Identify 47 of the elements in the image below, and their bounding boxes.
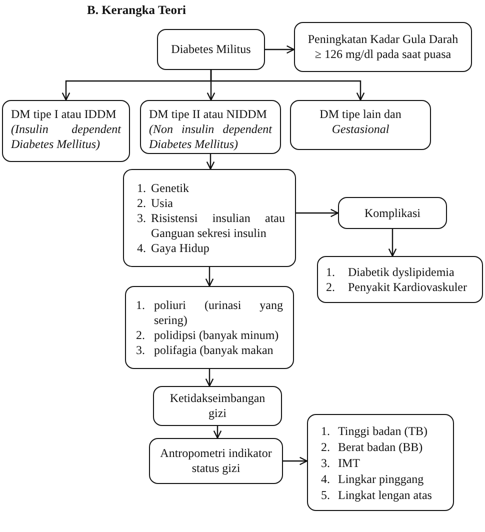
node-label: Peningkatan Kadar Gula Darah ≥ 126 mg/dl pada saat puasa bbox=[307, 32, 459, 62]
list-item: 2. Penyakit Kardiovaskuler bbox=[326, 280, 468, 294]
process-box bbox=[149, 438, 283, 484]
list-item: 4. Lingkar pinggang bbox=[321, 470, 425, 486]
arrow bbox=[213, 426, 222, 439]
process-box bbox=[140, 100, 281, 154]
process-box bbox=[125, 286, 294, 369]
list-item: 5. Lingkat lengan atas bbox=[321, 486, 433, 502]
list-item: 3. IMT bbox=[321, 454, 361, 470]
node-label: (Insulin dependent Diabetes Mellitus) bbox=[11, 122, 121, 152]
process-box bbox=[2, 100, 130, 162]
node-label: Komplikasi bbox=[364, 206, 422, 220]
process-box bbox=[294, 22, 472, 72]
process-box bbox=[290, 100, 431, 150]
arrow bbox=[205, 369, 214, 387]
node-label: DM tipe lain dan bbox=[318, 107, 402, 122]
arrow bbox=[296, 208, 339, 218]
process-box bbox=[317, 256, 483, 303]
list-item: 2. Berat badan (BB) bbox=[321, 438, 424, 454]
arrow bbox=[265, 45, 295, 54]
process-box bbox=[153, 386, 282, 426]
node-label: DM tipe I atau IDDM bbox=[11, 107, 118, 122]
arrow bbox=[205, 267, 214, 287]
process-box bbox=[307, 414, 454, 511]
arrow bbox=[206, 154, 215, 170]
list-item: 1. Genetik bbox=[137, 180, 190, 196]
process-box bbox=[123, 169, 296, 267]
node-label: Ketidakseimbangan gizi bbox=[168, 391, 266, 421]
node-label: Antropometri indikator status gizi bbox=[159, 446, 273, 476]
list-item: 2. polidipsi (banyak minum) bbox=[136, 328, 280, 342]
process-box bbox=[338, 197, 447, 229]
arrow bbox=[283, 456, 308, 466]
node-label: (Non insulin dependent Diabetes Mellitus) bbox=[149, 122, 272, 152]
node-label: Gestasional bbox=[330, 122, 390, 137]
list-item: 2. Usia bbox=[137, 196, 174, 210]
diagram-title: B. Kerangka Teori bbox=[87, 3, 186, 18]
arrow bbox=[388, 229, 397, 257]
list-item: 1. Diabetik dyslipidemia bbox=[326, 264, 456, 280]
list-item: 4. Gaya Hidup bbox=[137, 240, 210, 256]
process-box bbox=[157, 29, 265, 70]
list-item: 1. poliuri (urinasi yang sering) bbox=[136, 298, 283, 328]
arrow bbox=[210, 70, 365, 101]
node-label: Diabetes Militus bbox=[170, 42, 252, 57]
list-item: 3. Risistensi insulian atau Ganguan sekresi insulin bbox=[137, 210, 285, 240]
node-label: DM tipe II atau NIDDM bbox=[149, 107, 268, 122]
list-item: 3. polifagia (banyak makan bbox=[136, 342, 274, 358]
list-item: 1. Tinggi badan (TB) bbox=[321, 422, 429, 438]
